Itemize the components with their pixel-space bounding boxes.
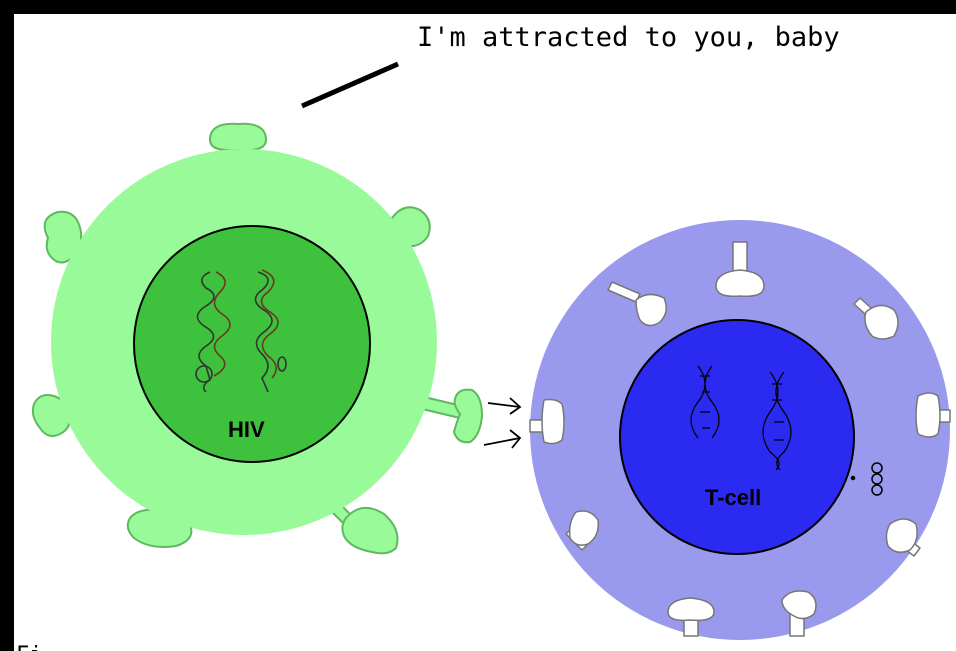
- tcell-label: T-cell: [705, 485, 761, 510]
- attachment-arrows: [484, 398, 520, 448]
- speech-text: I'm attracted to you, baby: [417, 22, 840, 53]
- t-cell: T-cell: [530, 220, 950, 640]
- figure-caption: Fi: [16, 643, 43, 651]
- arrow-upper: [488, 398, 520, 414]
- speech-pointer-line: [302, 64, 398, 106]
- tcell-nucleus: [620, 320, 854, 554]
- hiv-label: HIV: [228, 417, 265, 442]
- arrow-lower: [484, 430, 520, 448]
- hiv-virus: HIV: [33, 124, 482, 554]
